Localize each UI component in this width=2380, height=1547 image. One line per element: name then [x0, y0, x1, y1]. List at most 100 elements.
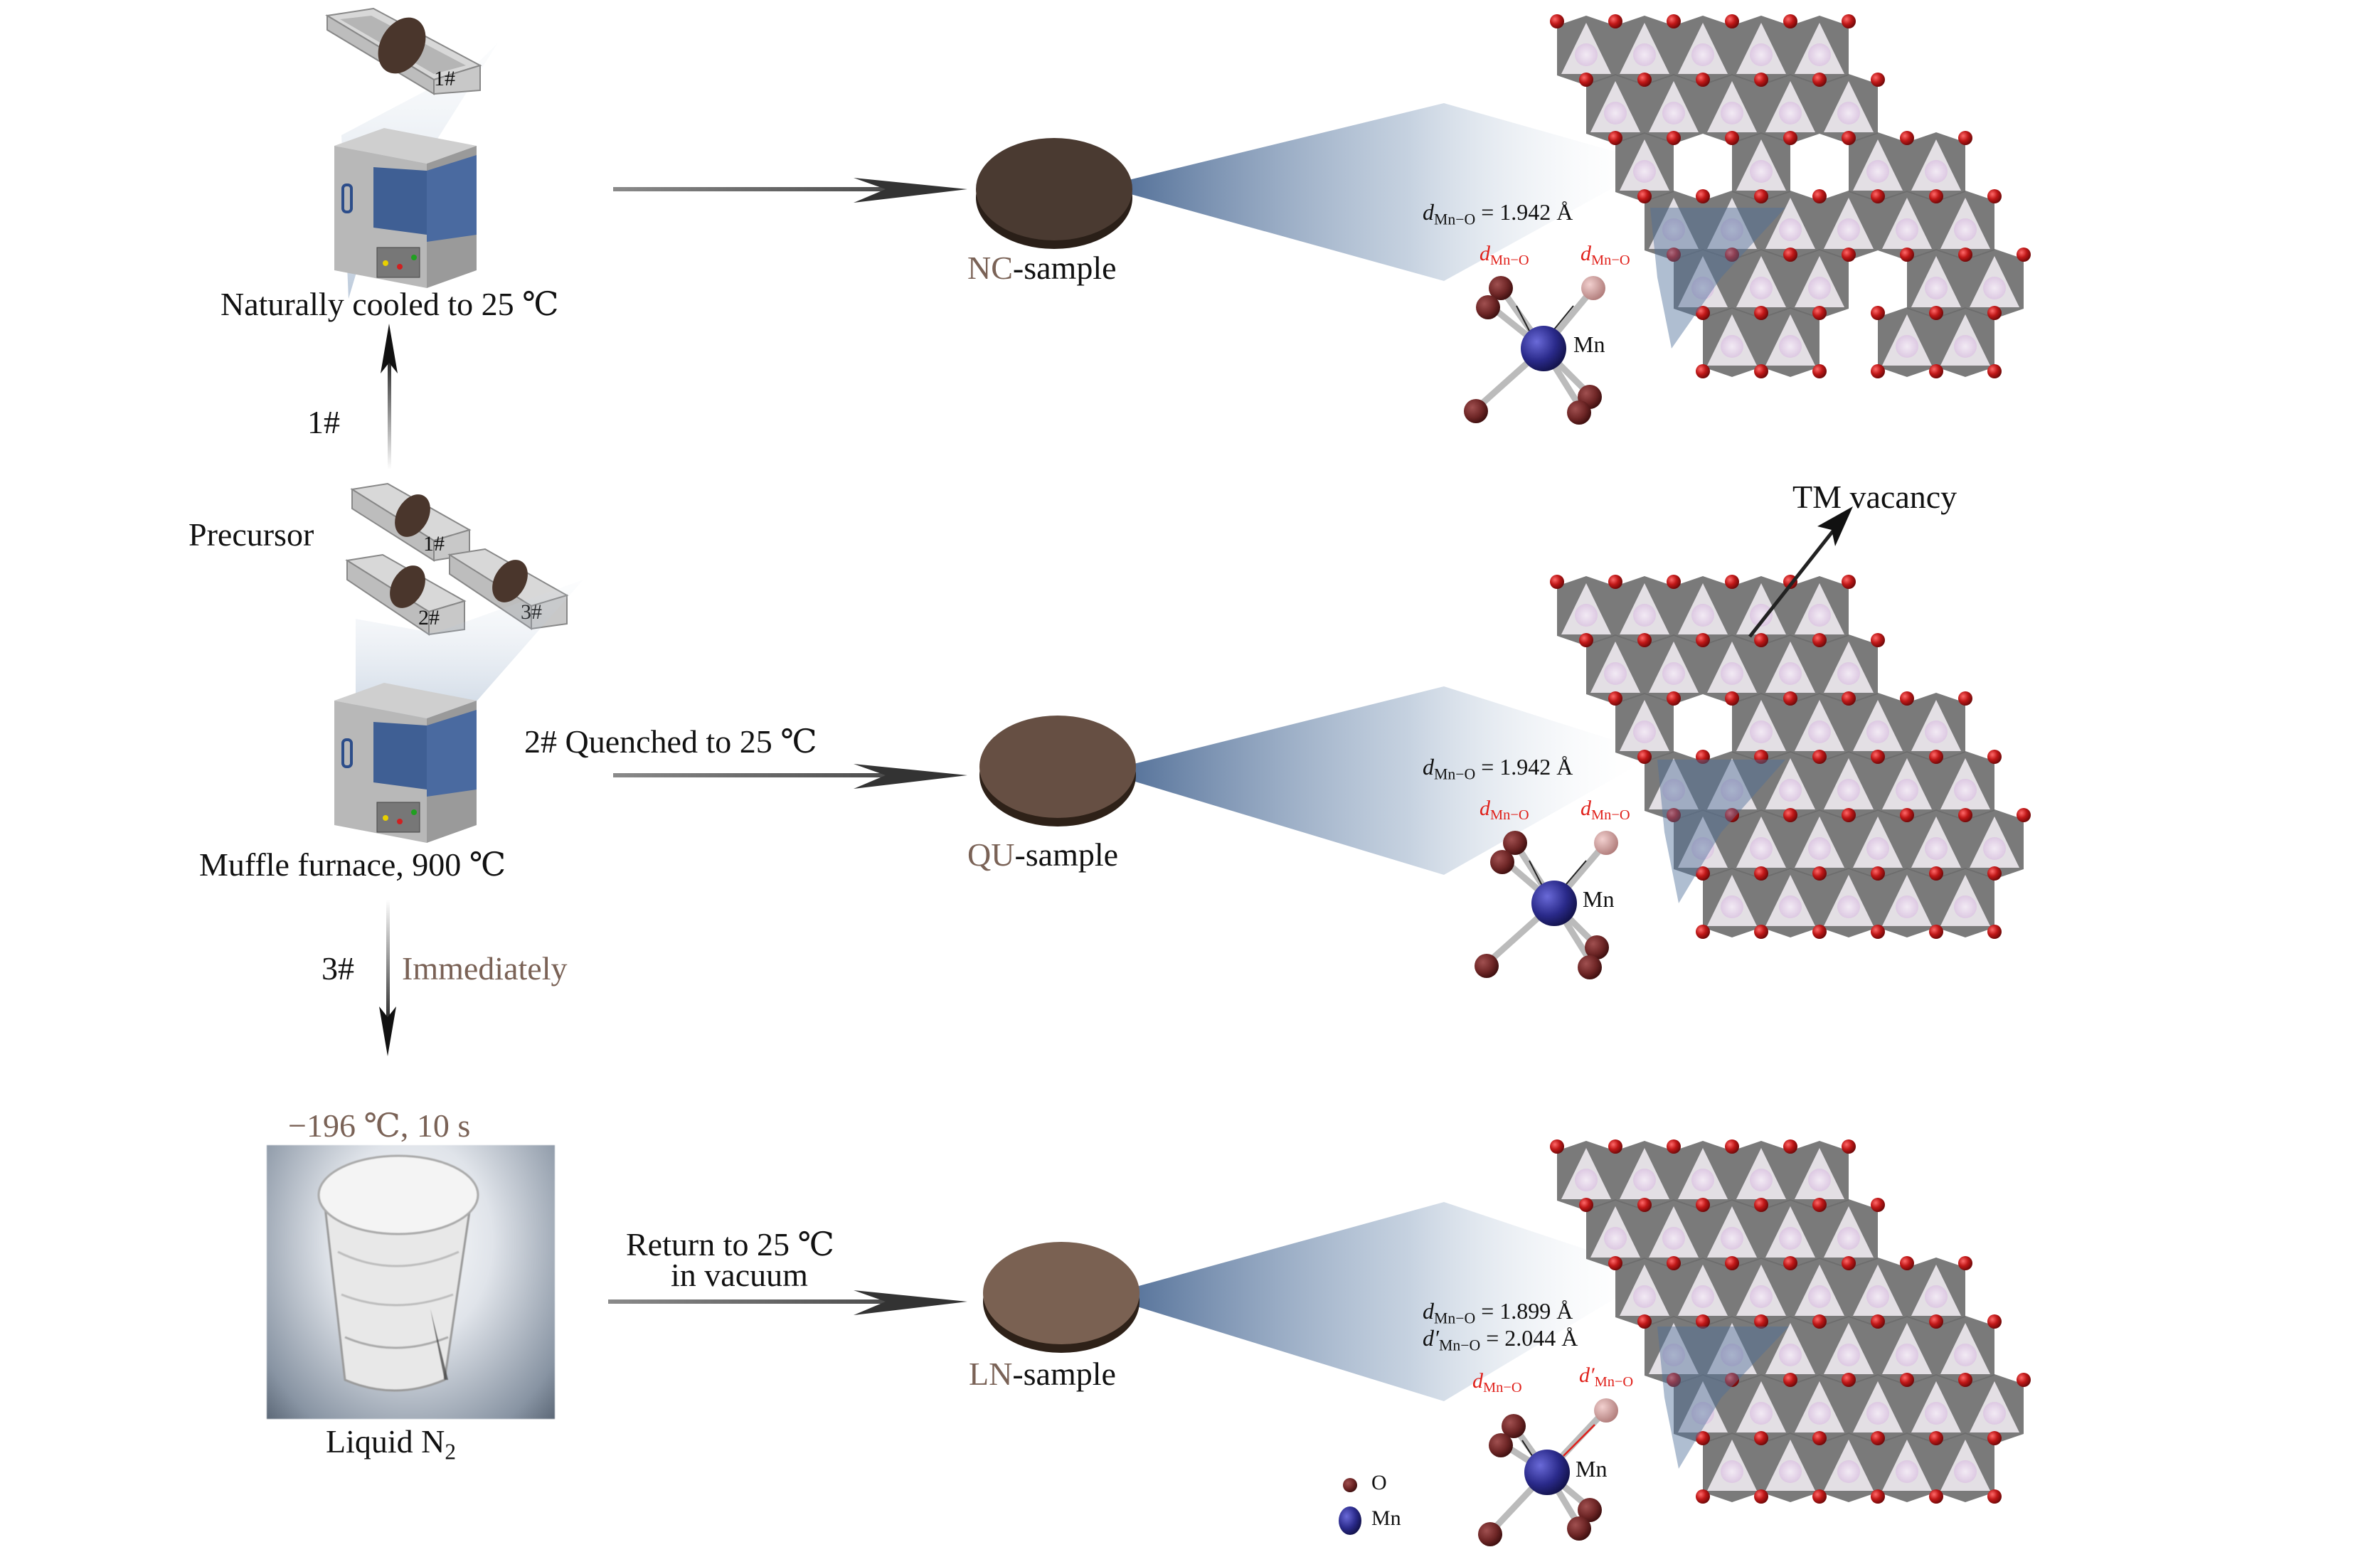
oxygen-atom: [1987, 1314, 2002, 1329]
mn-site: [1896, 1460, 1918, 1483]
oxygen-atom: [1812, 866, 1827, 881]
oxygen-atom: [1987, 1489, 2002, 1504]
oxygen-atom: [1842, 248, 1856, 262]
nc-mn-label: Mn: [1573, 331, 1605, 357]
oxygen-atom: [1608, 1139, 1622, 1154]
oxygen-atom: [2017, 1373, 2031, 1387]
nc-sample-suffix: -sample: [1012, 250, 1117, 286]
nc-octahedron: [1464, 276, 1605, 425]
mn-site: [1721, 1344, 1743, 1366]
oxygen-atom: [1929, 306, 1943, 320]
oxygen-atom: [1754, 73, 1768, 87]
arrow-to-nc: [613, 178, 967, 203]
oxygen-atom: [1696, 73, 1710, 87]
oxygen-atom: [1725, 248, 1739, 262]
qu-sample-suffix: -sample: [1014, 836, 1119, 873]
oxygen-atom: [1783, 248, 1797, 262]
oxygen-atom: [1696, 633, 1710, 647]
oxygen-atom: [1987, 866, 2002, 881]
ln-bond-1-sub: Mn−O: [1434, 1309, 1476, 1327]
oxygen-atom: [1667, 1256, 1681, 1270]
mn-site: [1925, 160, 1948, 183]
nc-disk: [976, 138, 1132, 249]
mn-site: [1954, 779, 1977, 802]
mn-site: [1896, 1344, 1918, 1366]
ln2-condition: −196 ℃, 10 s: [288, 1107, 471, 1144]
oxygen-atom: [1725, 575, 1739, 589]
mn-site: [1837, 218, 1860, 241]
oxygen-atom: [1579, 73, 1593, 87]
oxygen-atom: [1725, 691, 1739, 706]
oxygen-atom: [1958, 808, 1972, 822]
oxygen-atom: [1667, 575, 1681, 589]
structure-ln: dMn−O = 1.899 Å d′Mn−O = 2.044 Å dMn−O d…: [1408, 1298, 1679, 1547]
mn-site: [1779, 1227, 1802, 1250]
arrow-3-label: 3#: [322, 950, 354, 987]
oxygen-atom: [1667, 1373, 1681, 1387]
mn-site: [1779, 335, 1802, 358]
oxygen-atom: [1871, 866, 1885, 881]
ln-bond-1-value: = 1.899 Å: [1481, 1298, 1573, 1324]
mn-site: [1633, 721, 1656, 743]
ln-bond-1-d: d: [1423, 1298, 1434, 1324]
oxygen-atom: [1812, 364, 1827, 378]
mn-site: [1925, 277, 1948, 299]
mn-site: [1691, 837, 1714, 860]
oxygen-atom: [1871, 1314, 1885, 1329]
oxygen-atom: [1842, 691, 1856, 706]
oxygen-atom: [1929, 750, 1943, 764]
oxygen-atom: [1754, 1198, 1768, 1212]
oxygen-atom: [1871, 1431, 1885, 1445]
oxygen-atom: [1637, 750, 1652, 764]
oxygen-atom: [1812, 1314, 1827, 1329]
oxygen-atom: [1958, 248, 1972, 262]
mn-site: [1925, 721, 1948, 743]
oxygen-atom: [1812, 633, 1827, 647]
oxygen-atom: [1987, 1431, 2002, 1445]
mn-site: [1604, 102, 1627, 124]
oxygen-atom: [1842, 575, 1856, 589]
oxygen-atom: [1812, 1489, 1827, 1504]
ln-left-red-d: d: [1472, 1369, 1483, 1393]
nc-bond-value: = 1.942 Å: [1481, 199, 1573, 225]
oxygen-atom: [1754, 633, 1768, 647]
mn-site: [1662, 102, 1685, 124]
oxygen-atom: [1696, 750, 1710, 764]
qu-bond-eq: dMn−O = 1.942 Å: [1423, 754, 1573, 784]
mn-site: [1779, 218, 1802, 241]
mn-site: [1750, 277, 1773, 299]
ln2-label-main: Liquid N: [326, 1423, 445, 1460]
oxygen-atom: [1900, 1256, 1914, 1270]
mn-site: [1662, 662, 1685, 685]
ln-disk: [983, 1242, 1139, 1353]
oxygen-atom: [1958, 1373, 1972, 1387]
oxygen-atom: [1929, 364, 1943, 378]
nc-right-red-sub: Mn−O: [1591, 252, 1630, 269]
qu-bond-value: = 1.942 Å: [1481, 754, 1573, 780]
qu-octahedron: [1475, 831, 1618, 979]
mn-site: [1779, 779, 1802, 802]
oxygen-atom: [1812, 73, 1827, 87]
qu-sample-prefix: QU: [967, 836, 1015, 873]
oxygen-atom: [1783, 1373, 1797, 1387]
oxygen-atom: [1871, 364, 1885, 378]
mn-site: [1866, 837, 1889, 860]
top-boat: 1#: [325, 7, 484, 95]
mn-site: [1750, 43, 1773, 66]
arrow-to-ln: [608, 1290, 967, 1315]
oxygen-atom: [1987, 750, 2002, 764]
oxygen-atom: [1900, 808, 1914, 822]
oxygen-atom: [1725, 1256, 1739, 1270]
mn-site: [1866, 721, 1889, 743]
oxygen-atom: [1550, 14, 1564, 28]
oxygen-atom: [1958, 131, 1972, 145]
oxygen-atom: [1696, 1431, 1710, 1445]
oxygen-atom: [1637, 1314, 1652, 1329]
mn-site: [1808, 43, 1831, 66]
oxygen-atom: [1871, 306, 1885, 320]
ln-left-red-sub: Mn−O: [1483, 1380, 1522, 1396]
